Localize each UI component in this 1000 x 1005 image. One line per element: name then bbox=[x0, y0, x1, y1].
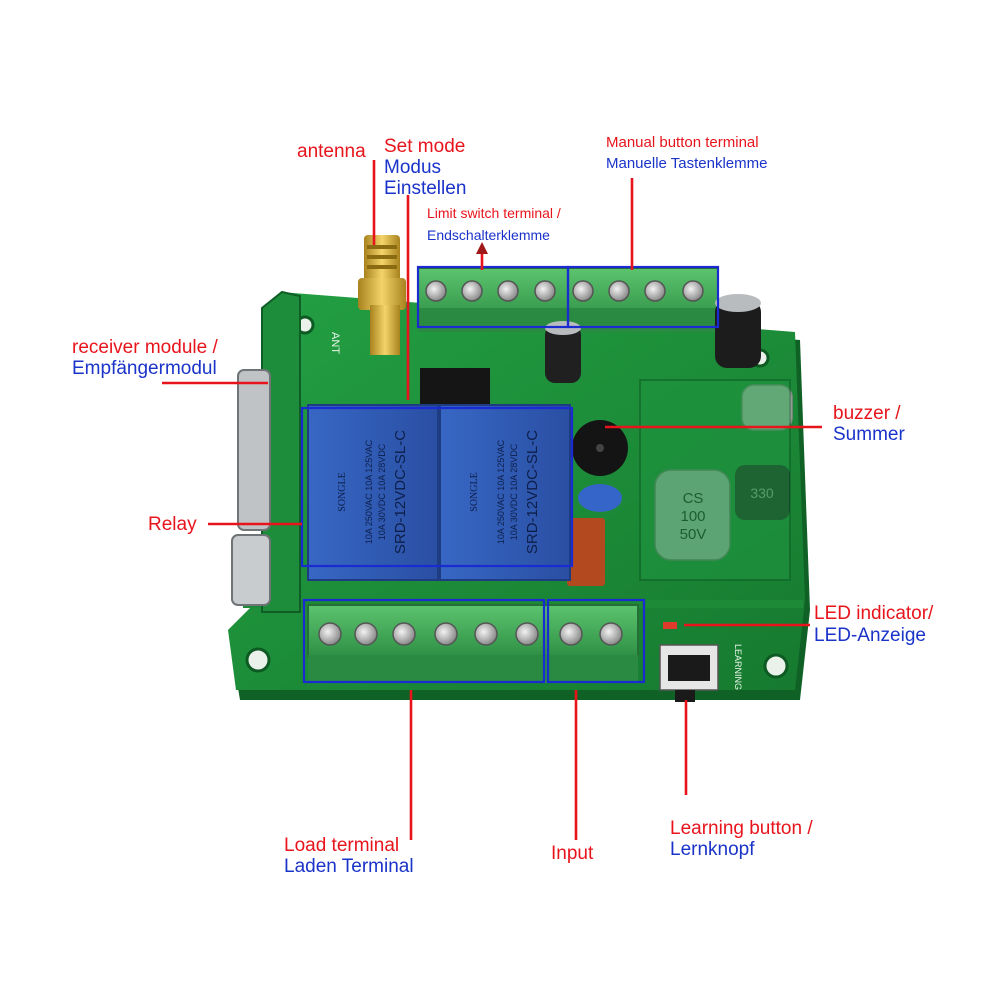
label-set-mode-de-2: Einstellen bbox=[384, 178, 467, 199]
label-load-terminal-de: Laden Terminal bbox=[284, 856, 414, 877]
label-learning-button-de: Lernknopf bbox=[670, 839, 755, 860]
learning-button: LEARNING bbox=[659, 644, 743, 702]
film-capacitor bbox=[567, 518, 605, 586]
box-input bbox=[546, 598, 646, 684]
relay-1: SRD-12VDC-SL-C 10A 30VDC 10A 28VDC 10A 2… bbox=[307, 404, 439, 581]
ant-silkscreen: ANT bbox=[329, 332, 341, 354]
label-led-indicator-de: LED-Anzeige bbox=[814, 625, 926, 646]
mounting-hole-left bbox=[245, 647, 271, 673]
receiver-module bbox=[231, 290, 301, 613]
learning-silkscreen: LEARNING bbox=[733, 644, 743, 690]
highlight-boxes bbox=[300, 265, 720, 684]
antenna-connector bbox=[358, 235, 406, 355]
label-input: Input bbox=[551, 843, 594, 864]
label-set-mode-de-1: Modus bbox=[384, 157, 442, 178]
label-relay: Relay bbox=[148, 514, 197, 535]
relay-2-brand: SONGLE bbox=[469, 472, 480, 511]
relay-1-brand: SONGLE bbox=[337, 472, 348, 511]
limit-arrow-head bbox=[476, 242, 488, 254]
box-load-terminal bbox=[302, 598, 546, 684]
label-set-mode: Set mode bbox=[384, 136, 466, 157]
label-learning-button: Learning button / bbox=[670, 818, 813, 839]
led-indicator bbox=[663, 622, 677, 629]
mounting-hole-right bbox=[763, 653, 789, 679]
relay-2-rating-a: 10A 250VAC 10A 125VAC bbox=[496, 439, 506, 544]
label-receiver-module: receiver module / bbox=[72, 337, 218, 358]
bottom-terminal-block bbox=[307, 604, 639, 683]
label-limit-switch: Limit switch terminal / bbox=[427, 205, 561, 221]
label-receiver-module-de: Empfängermodul bbox=[72, 358, 217, 379]
box-relay bbox=[300, 406, 574, 568]
label-led-indicator: LED indicator/ bbox=[814, 603, 934, 624]
power-module bbox=[639, 379, 791, 581]
label-load-terminal: Load terminal bbox=[284, 835, 400, 856]
relay-1-rating-b: 10A 30VDC 10A 28VDC bbox=[377, 443, 387, 540]
ceramic-capacitor bbox=[578, 484, 622, 512]
relay-2-rating-b: 10A 30VDC 10A 28VDC bbox=[509, 443, 519, 540]
box-manual-button bbox=[566, 265, 720, 329]
label-buzzer: buzzer / bbox=[833, 403, 901, 424]
ic-chip bbox=[420, 368, 490, 408]
relay-2-model: SRD-12VDC-SL-C bbox=[524, 430, 541, 554]
label-manual-button-de: Manuelle Tastenklemme bbox=[606, 155, 768, 172]
label-buzzer-de: Summer bbox=[833, 424, 905, 445]
leader-lines bbox=[162, 160, 822, 840]
label-limit-switch-de: Endschalterklemme bbox=[427, 227, 550, 243]
relay-1-rating-a: 10A 250VAC 10A 125VAC bbox=[364, 439, 374, 544]
relay-1-model: SRD-12VDC-SL-C bbox=[392, 430, 409, 554]
label-manual-button: Manual button terminal bbox=[606, 134, 759, 151]
label-antenna: antenna bbox=[297, 141, 366, 162]
relay-2: SRD-12VDC-SL-C 10A 30VDC 10A 28VDC 10A 2… bbox=[439, 404, 571, 581]
